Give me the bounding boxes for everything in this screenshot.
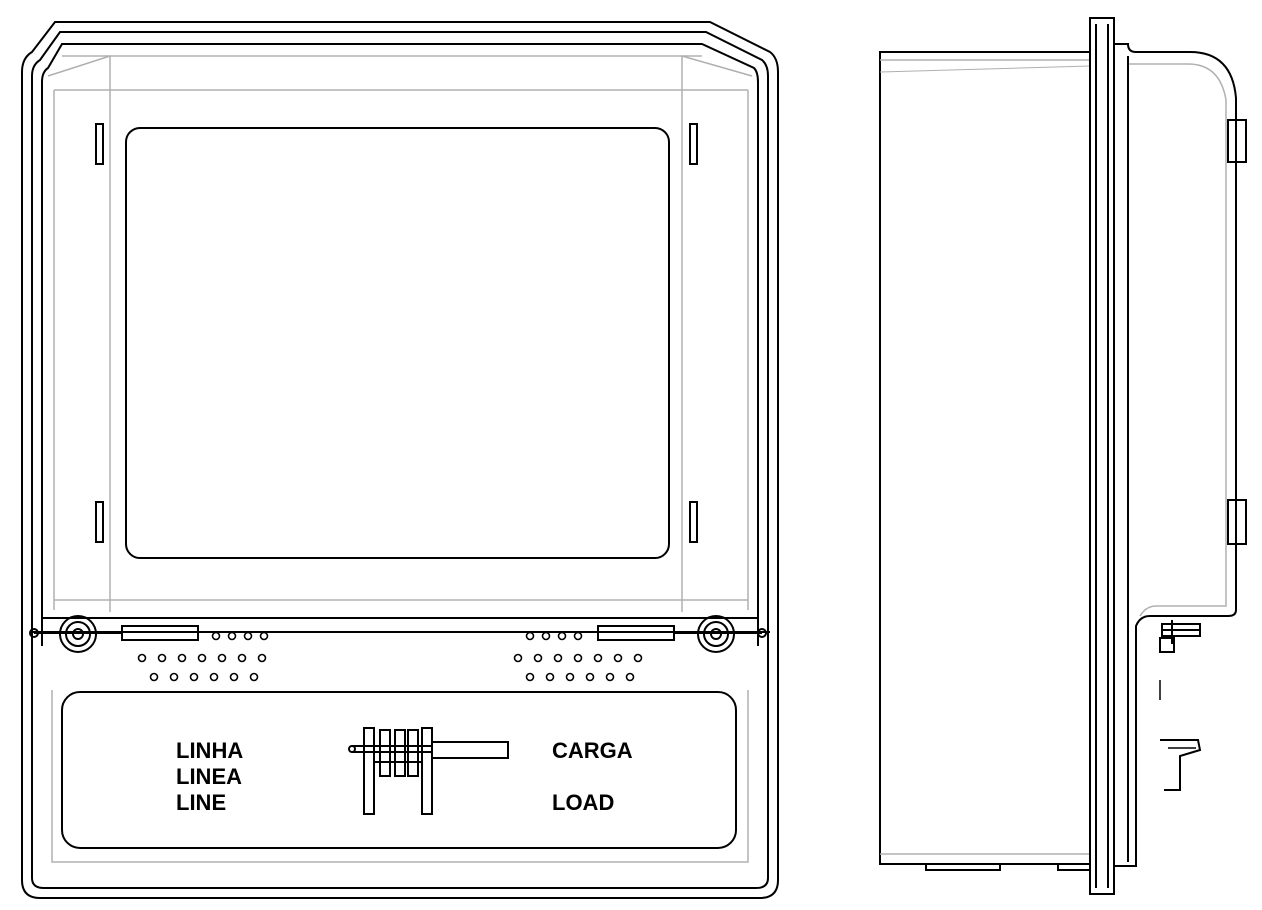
vent-hole (227, 631, 237, 641)
label-carga: CARGA (552, 738, 633, 763)
vent-hole (513, 653, 523, 663)
vent-hole (557, 631, 567, 641)
front-cover-profile (1114, 43, 1237, 867)
load-labels: CARGA LOAD (552, 738, 633, 815)
base-foot (925, 863, 1001, 871)
vent-hole (525, 631, 535, 641)
terminal-cover-hook (1160, 739, 1202, 791)
vent-hole (573, 653, 583, 663)
terminal-shunt-symbol (348, 727, 509, 815)
cover-construction-lines (47, 55, 753, 612)
seal-wire-end (757, 628, 767, 638)
terminal-label-panel (61, 691, 737, 849)
housing-outer-contour (21, 21, 779, 899)
vent-hole (189, 672, 199, 682)
vent-hole (257, 653, 267, 663)
vent-hole (209, 672, 219, 682)
latch-slot (689, 123, 698, 165)
vent-hole (243, 631, 253, 641)
cover-clip (1227, 119, 1247, 163)
housing-inner-contour (31, 31, 769, 889)
vent-hole (593, 653, 603, 663)
seal-wire-end (29, 628, 39, 638)
vent-hole (573, 631, 583, 641)
side-seal-screw (1159, 620, 1201, 653)
vent-hole (625, 672, 635, 682)
front-view (21, 21, 779, 899)
vent-hole (553, 653, 563, 663)
mounting-flange (1089, 17, 1115, 895)
vent-hole (197, 653, 207, 663)
vent-hole (605, 672, 615, 682)
vent-hole (149, 672, 159, 682)
vent-hole (137, 653, 147, 663)
cover-clip (1227, 499, 1247, 545)
side-view (879, 17, 1247, 895)
label-linea: LINEA (176, 764, 242, 789)
vent-hole (565, 672, 575, 682)
cover-rim (41, 43, 759, 619)
label-linha: LINHA (176, 738, 243, 763)
line-labels: LINHA LINEA LINE (176, 738, 243, 815)
base-foot (1057, 863, 1091, 871)
vent-hole (585, 672, 595, 682)
label-load: LOAD (552, 790, 614, 815)
vent-hole (541, 631, 551, 641)
vent-hole (169, 672, 179, 682)
latch-slot (95, 501, 104, 543)
vent-hole (211, 631, 221, 641)
latch-slot (95, 123, 104, 165)
vent-hole (613, 653, 623, 663)
vent-hole (177, 653, 187, 663)
latch-slot (689, 501, 698, 543)
label-line: LINE (176, 790, 226, 815)
vent-hole (237, 653, 247, 663)
vent-hole (259, 631, 269, 641)
vent-hole (229, 672, 239, 682)
rear-body (879, 51, 1091, 865)
vent-hole (217, 653, 227, 663)
vent-hole (533, 653, 543, 663)
ventilation-holes (137, 631, 643, 682)
vent-hole (633, 653, 643, 663)
vent-hole (545, 672, 555, 682)
vent-hole (157, 653, 167, 663)
vent-hole (249, 672, 259, 682)
terminal-cover-bottom (51, 690, 749, 863)
display-window (125, 127, 670, 559)
vent-hole (525, 672, 535, 682)
